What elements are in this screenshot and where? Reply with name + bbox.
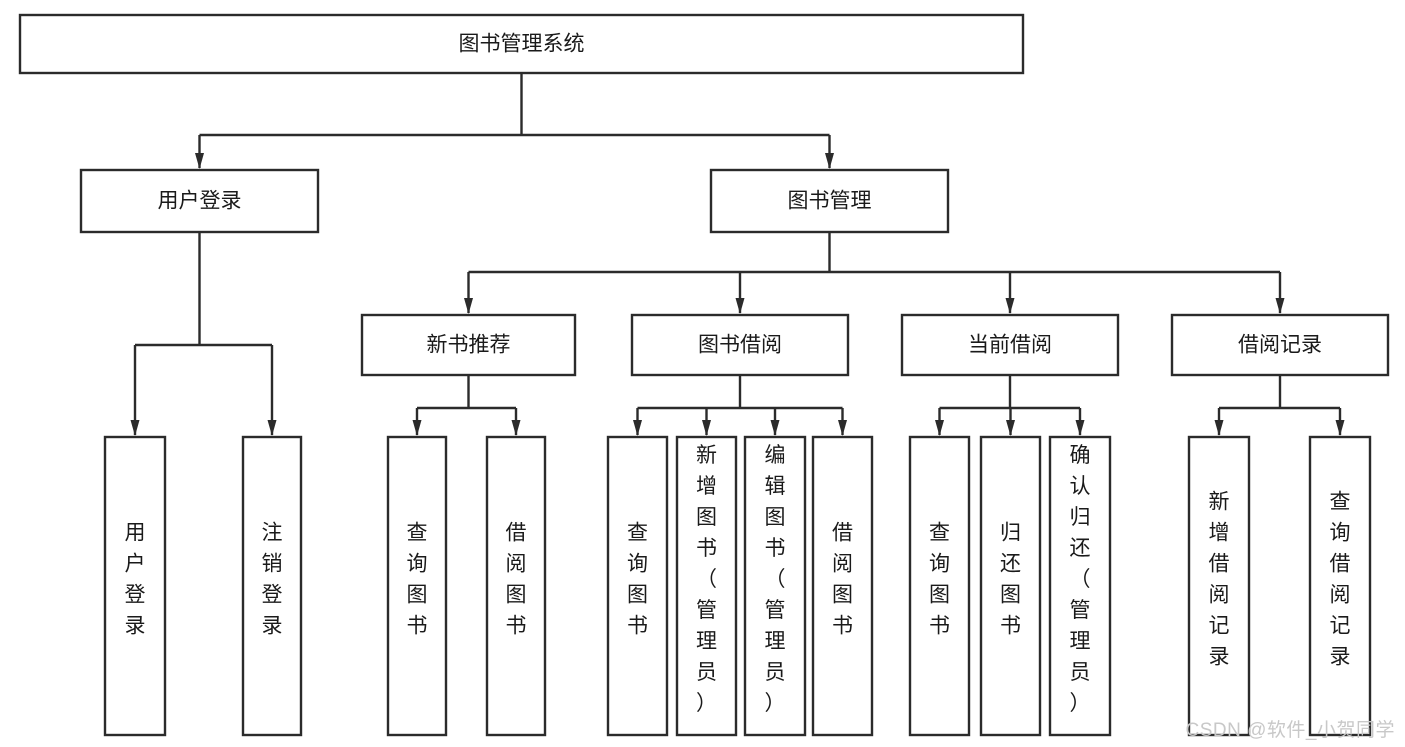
arrow-head-icon bbox=[702, 420, 711, 436]
edges-layer bbox=[130, 73, 1345, 436]
node-box-borrow-record bbox=[1170, 313, 1390, 377]
node-box-leaf-add-record bbox=[1187, 435, 1251, 737]
node-label-undefined: 图书管理系统 bbox=[459, 33, 585, 56]
arrow-head-icon bbox=[1006, 420, 1015, 436]
arrow-head-icon bbox=[130, 420, 140, 436]
node-label-book-borrow: 图书借阅 bbox=[698, 334, 782, 357]
csdn-watermark: CSDN @软件_小贺同学 bbox=[1185, 720, 1395, 741]
node-borrow-record[interactable]: 借阅记录 bbox=[1170, 313, 1390, 377]
node-leaf-borrow-book-1[interactable]: 借阅图书 bbox=[485, 435, 547, 737]
node-box-current-borrow bbox=[900, 313, 1120, 377]
node-book-manage[interactable]: 图书管理 bbox=[709, 168, 950, 234]
arrow-head-icon bbox=[838, 420, 847, 436]
arrow-head-icon bbox=[1005, 298, 1015, 314]
arrow-head-icon bbox=[735, 298, 745, 314]
node-box-leaf-logout bbox=[241, 435, 303, 737]
node-box-leaf-borrow-book-1 bbox=[485, 435, 547, 737]
node-label-leaf-query-book-2: 查询图书 bbox=[627, 522, 648, 638]
node-leaf-user-login[interactable]: 用户登录 bbox=[103, 435, 167, 737]
node-leaf-query-book-1[interactable]: 查询图书 bbox=[386, 435, 448, 737]
node-leaf-add-book[interactable]: 新增图书（管理员） bbox=[675, 435, 738, 737]
node-label-user-login: 用户登录 bbox=[158, 190, 242, 213]
node-label-borrow-record: 借阅记录 bbox=[1238, 334, 1322, 357]
arrow-head-icon bbox=[825, 153, 834, 169]
node-current-borrow[interactable]: 当前借阅 bbox=[900, 313, 1120, 377]
node-box-leaf-query-book-1 bbox=[386, 435, 448, 737]
node-leaf-confirm-return[interactable]: 确认归还（管理员） bbox=[1048, 435, 1112, 737]
nodes-layer: 图书管理系统用户登录图书管理新书推荐图书借阅当前借阅借阅记录用户登录注销登录查询… bbox=[18, 13, 1390, 737]
node-box-leaf-query-record bbox=[1308, 435, 1372, 737]
node-leaf-return-book[interactable]: 归还图书 bbox=[979, 435, 1042, 737]
node-box-leaf-add-book bbox=[675, 435, 738, 737]
node-leaf-query-book-3[interactable]: 查询图书 bbox=[908, 435, 971, 737]
node-box-new-book-recommend bbox=[360, 313, 577, 377]
arrow-head-icon bbox=[511, 420, 521, 436]
arrow-head-icon bbox=[633, 420, 642, 436]
node-label-leaf-edit-book: 编辑图书（管理员） bbox=[765, 444, 786, 715]
node-label-leaf-add-book: 新增图书（管理员） bbox=[696, 444, 717, 715]
arrow-head-icon bbox=[935, 420, 944, 436]
arrow-head-icon bbox=[267, 420, 277, 436]
node-label-leaf-confirm-return: 确认归还（管理员） bbox=[1070, 444, 1091, 715]
node-label-leaf-query-record: 查询借阅记录 bbox=[1330, 491, 1351, 669]
arrow-head-icon bbox=[195, 153, 204, 169]
node-user-login[interactable]: 用户登录 bbox=[79, 168, 320, 234]
node-box-leaf-borrow-book-2 bbox=[811, 435, 874, 737]
node-new-book-recommend[interactable]: 新书推荐 bbox=[360, 313, 577, 377]
node-box-leaf-query-book-3 bbox=[908, 435, 971, 737]
node-box-leaf-confirm-return bbox=[1048, 435, 1112, 737]
node-box-book-borrow bbox=[630, 313, 850, 377]
node-label-leaf-query-book-1: 查询图书 bbox=[407, 522, 428, 638]
node-box-user-login bbox=[79, 168, 320, 234]
node-leaf-query-record[interactable]: 查询借阅记录 bbox=[1308, 435, 1372, 737]
node-undefined[interactable]: 图书管理系统 bbox=[18, 13, 1025, 75]
node-box-leaf-user-login bbox=[103, 435, 167, 737]
arrow-head-icon bbox=[464, 298, 473, 314]
node-label-book-manage: 图书管理 bbox=[788, 190, 872, 213]
arrow-head-icon bbox=[1275, 298, 1285, 314]
node-label-leaf-logout: 注销登录 bbox=[262, 522, 283, 638]
arrow-head-icon bbox=[1335, 420, 1345, 436]
node-label-leaf-return-book: 归还图书 bbox=[1000, 522, 1021, 638]
node-label-leaf-borrow-book-2: 借阅图书 bbox=[832, 522, 853, 638]
arrow-head-icon bbox=[1214, 420, 1224, 436]
node-box-leaf-edit-book bbox=[743, 435, 807, 737]
arrow-head-icon bbox=[1075, 420, 1085, 436]
node-label-leaf-add-record: 新增借阅记录 bbox=[1209, 491, 1230, 669]
node-leaf-borrow-book-2[interactable]: 借阅图书 bbox=[811, 435, 874, 737]
node-box-book-manage bbox=[709, 168, 950, 234]
node-label-current-borrow: 当前借阅 bbox=[968, 334, 1052, 357]
node-leaf-query-book-2[interactable]: 查询图书 bbox=[606, 435, 669, 737]
node-leaf-edit-book[interactable]: 编辑图书（管理员） bbox=[743, 435, 807, 737]
node-box-leaf-return-book bbox=[979, 435, 1042, 737]
node-leaf-add-record[interactable]: 新增借阅记录 bbox=[1187, 435, 1251, 737]
arrow-head-icon bbox=[412, 420, 422, 436]
node-box-undefined bbox=[18, 13, 1025, 75]
node-leaf-logout[interactable]: 注销登录 bbox=[241, 435, 303, 737]
node-label-new-book-recommend: 新书推荐 bbox=[427, 334, 511, 357]
node-label-leaf-user-login: 用户登录 bbox=[125, 522, 146, 638]
node-label-leaf-query-book-3: 查询图书 bbox=[929, 522, 950, 638]
node-book-borrow[interactable]: 图书借阅 bbox=[630, 313, 850, 377]
arrow-head-icon bbox=[770, 420, 780, 436]
node-label-leaf-borrow-book-1: 借阅图书 bbox=[506, 522, 527, 638]
node-box-leaf-query-book-2 bbox=[606, 435, 669, 737]
